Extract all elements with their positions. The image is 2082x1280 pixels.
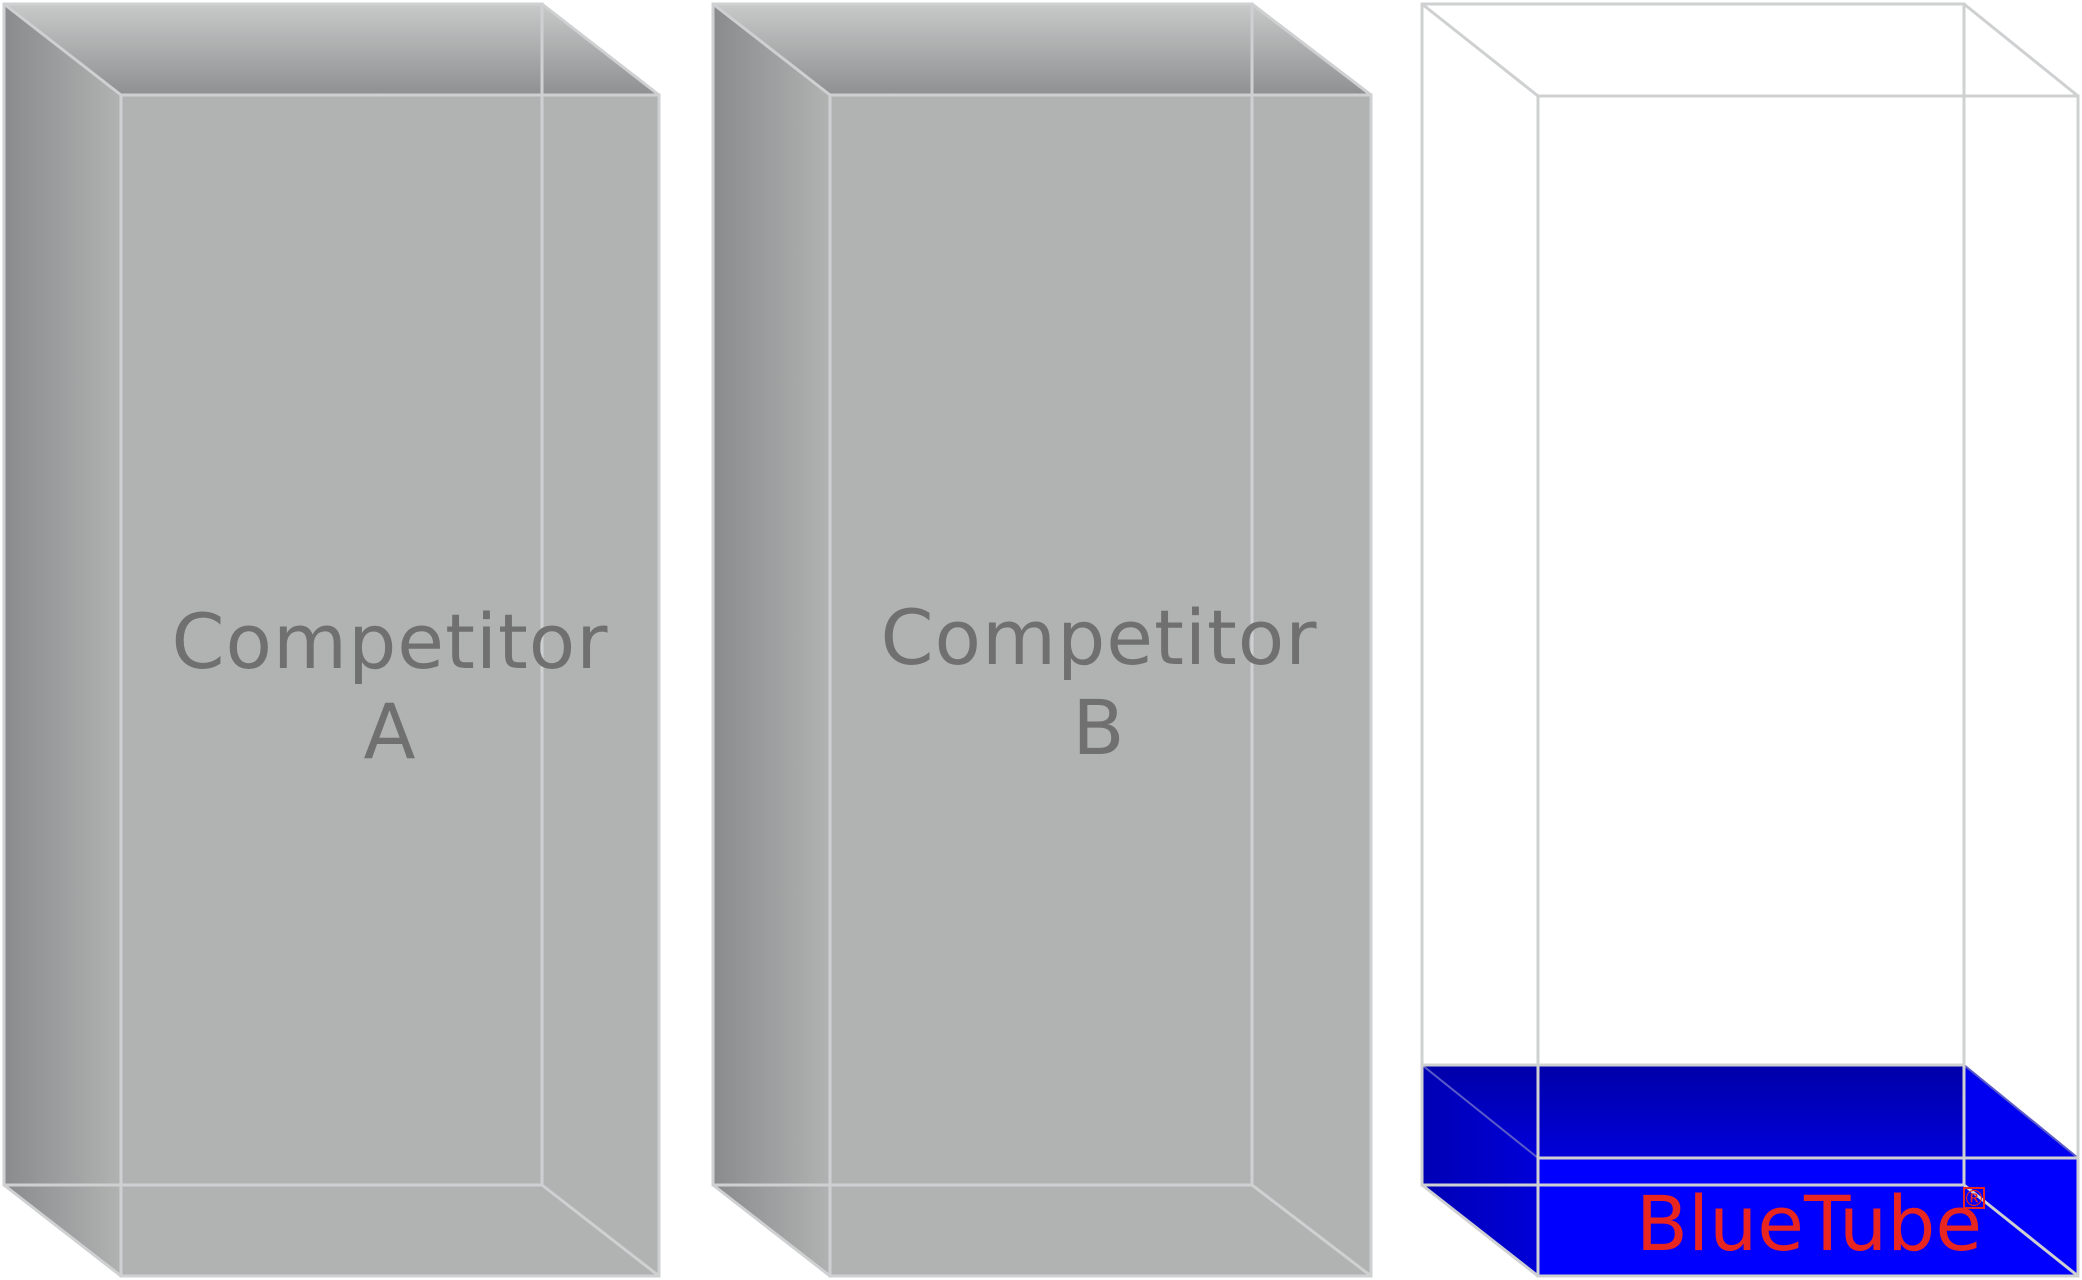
- bluetube-box: BlueTube ®: [1420, 2, 2080, 1278]
- competitor-a-label-line1: Competitor: [171, 597, 608, 686]
- bluetube-fill-front: [1538, 1158, 2078, 1276]
- competitor-a-side-face: [4, 4, 121, 1276]
- competitor-a-edges: [2, 2, 661, 1278]
- competitor-b-front-face: [830, 95, 1371, 1276]
- registered-mark-box: [1963, 1187, 1985, 1209]
- competitor-a-label-line2: A: [364, 687, 417, 776]
- competitor-b-edges: [711, 2, 1373, 1278]
- bluetube-fill-edges: [1421, 1064, 2079, 1159]
- competitor-a-top-face: [4, 4, 659, 95]
- competitor-a-front-face: [121, 95, 659, 1276]
- competitor-b-label-line2: B: [1072, 683, 1125, 772]
- bluetube-fill-side: [1422, 1065, 1538, 1276]
- registered-mark: ®: [1963, 1187, 1985, 1212]
- competitor-b-label-line1: Competitor: [880, 593, 1317, 682]
- bluetube-label: BlueTube: [1636, 1179, 1982, 1268]
- competitor-b-top-face: [713, 4, 1371, 95]
- competitor-b-box: Competitor B: [711, 2, 1373, 1278]
- competitor-a-box: Competitor A: [2, 2, 661, 1278]
- competitor-b-side-face: [713, 4, 830, 1276]
- bluetube-edges: [1420, 2, 2080, 1278]
